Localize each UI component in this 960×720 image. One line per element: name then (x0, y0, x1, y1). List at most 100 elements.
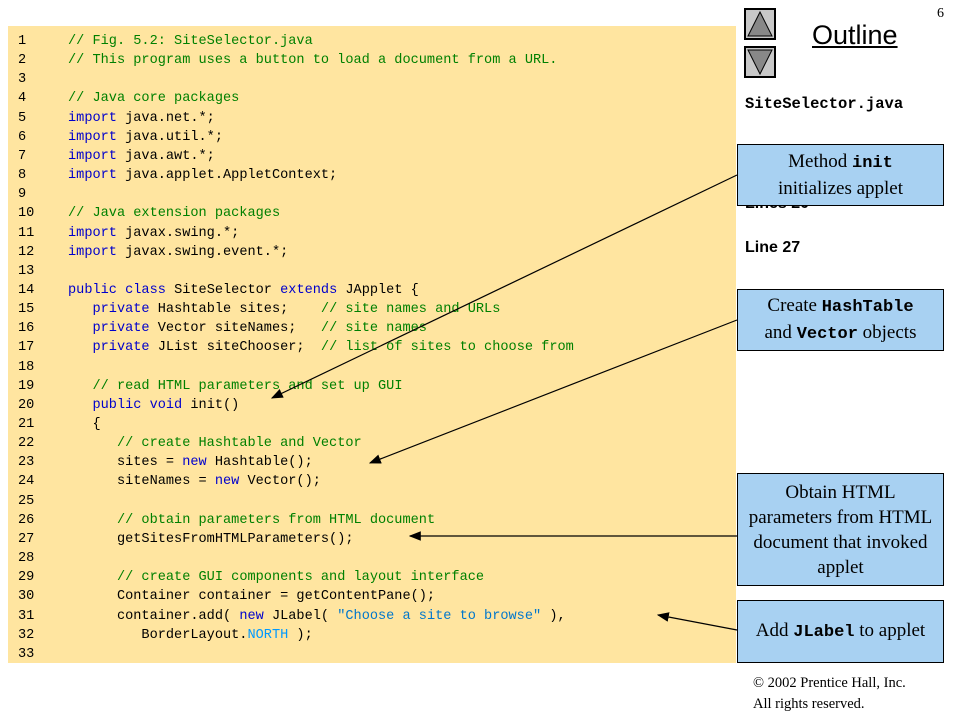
line-number: 3 (18, 72, 27, 88)
line-number: 15 (18, 302, 35, 318)
code-token: public void (92, 397, 183, 413)
code-token: import (68, 129, 117, 145)
arrow-method-init (270, 174, 738, 399)
code-text: private Vector siteNames; // site names (68, 319, 427, 338)
code-token: // Java extension packages (68, 206, 281, 222)
code-token: java.awt.*; (116, 148, 215, 164)
code-token: javax.swing.*; (116, 225, 240, 241)
callout-code: Vector (796, 325, 858, 344)
line-number: 17 (18, 340, 35, 356)
code-token: import (68, 110, 117, 126)
code-token: getSitesFromHTMLParameters(); (68, 531, 354, 547)
code-token: import (68, 244, 117, 260)
arrow-create-objects (368, 319, 738, 464)
callout-code: JLabel (793, 623, 855, 642)
callout-text: and (764, 322, 797, 343)
line-number: 5 (18, 110, 27, 126)
code-text: container.add( new JLabel( "Choose a sit… (68, 607, 566, 626)
line-number: 7 (18, 148, 27, 164)
line-number: 27 (18, 531, 35, 547)
file-name-label: SiteSelector.java (745, 95, 904, 113)
code-token: // This program uses a button to load a … (68, 53, 558, 69)
line-number: 28 (18, 551, 35, 567)
code-token: "Choose a site to browse" (337, 608, 542, 624)
callout-text: Create (767, 295, 822, 316)
code-text: import javax.swing.event.*; (68, 243, 288, 262)
line-number: 8 (18, 168, 27, 184)
line-number: 10 (18, 206, 35, 222)
code-text: BorderLayout.NORTH ); (68, 626, 313, 645)
outline-link[interactable]: Outline (812, 20, 898, 50)
line-number: 30 (18, 589, 35, 605)
line-number: 31 (18, 608, 35, 624)
code-token: ), (541, 608, 566, 624)
code-token: Container container = getContentPane(); (68, 589, 436, 605)
code-token: // site names and URLs (320, 302, 501, 318)
code-text: // create Hashtable and Vector (68, 434, 362, 453)
code-token: JLabel( (263, 608, 338, 624)
code-token: private (92, 340, 150, 356)
code-text: Container container = getContentPane(); (68, 587, 435, 606)
line-number: 16 (18, 321, 35, 337)
callout-obtain-params: Obtain HTML parameters from HTML documen… (737, 473, 944, 586)
copyright-line-1: © 2002 Prentice Hall, Inc. (753, 675, 906, 691)
line-number: 11 (18, 225, 35, 241)
code-text: { (68, 415, 100, 434)
code-token: Hashtable(); (206, 455, 313, 471)
callout-method-init: Method init initializes applet (737, 144, 944, 206)
previous-slide-button[interactable] (744, 8, 776, 40)
line-number: 13 (18, 263, 35, 279)
callout-text: initializes applet (777, 178, 904, 199)
line-number: 12 (18, 244, 35, 260)
line-number: 9 (18, 187, 27, 203)
code-text: private Hashtable sites; // site names a… (68, 300, 500, 319)
code-text: import java.util.*; (68, 128, 223, 147)
code-token: Vector siteNames; (149, 321, 321, 337)
code-token: import (68, 168, 117, 184)
code-token: // obtain parameters from HTML document (116, 512, 436, 528)
code-token: ); (288, 627, 313, 643)
line-number: 19 (18, 378, 35, 394)
code-token: javax.swing.event.*; (116, 244, 289, 260)
line-number: 24 (18, 474, 35, 490)
page-number: 6 (937, 6, 944, 21)
code-token: // read HTML parameters and set up GUI (92, 378, 403, 394)
code-text: // obtain parameters from HTML document (68, 511, 435, 530)
code-token: BorderLayout. (68, 627, 248, 643)
callout-text: Add (755, 620, 794, 641)
code-text: // read HTML parameters and set up GUI (68, 377, 402, 396)
code-token: // site names (320, 321, 427, 337)
line-number: 32 (18, 627, 35, 643)
line-number: 18 (18, 359, 35, 375)
code-token: init() (182, 397, 240, 413)
code-text: sites = new Hashtable(); (68, 453, 313, 472)
code-token: NORTH (247, 627, 289, 643)
callout-create-objects: Create HashTable and Vector objects (737, 289, 944, 351)
code-text: public void init() (68, 396, 239, 415)
copyright: © 2002 Prentice Hall, Inc. All rights re… (753, 673, 906, 715)
code-token: new (239, 608, 264, 624)
code-token: // create Hashtable and Vector (116, 436, 362, 452)
code-text: // This program uses a button to load a … (68, 51, 557, 70)
line-number: 6 (18, 129, 27, 145)
callout-code: HashTable (821, 298, 914, 317)
arrow-add-label (656, 612, 738, 631)
triangle-up-icon (747, 10, 773, 37)
code-token: import (68, 225, 117, 241)
line-number: 23 (18, 455, 35, 471)
code-text: siteNames = new Vector(); (68, 472, 321, 491)
triangle-down-icon (747, 49, 773, 76)
code-text: import javax.swing.*; (68, 224, 239, 243)
copyright-line-2: All rights reserved. (753, 696, 865, 712)
code-token: // Fig. 5.2: SiteSelector.java (68, 34, 313, 49)
code-token: private (92, 302, 150, 318)
next-slide-button[interactable] (744, 46, 776, 78)
line-27-label: Line 27 (745, 239, 801, 256)
code-token: SiteSelector (165, 282, 281, 298)
code-token: sites = (68, 455, 183, 471)
callout-code: init (852, 154, 893, 173)
line-number: 22 (18, 436, 35, 452)
code-token: // create GUI components and layout inte… (116, 570, 485, 586)
